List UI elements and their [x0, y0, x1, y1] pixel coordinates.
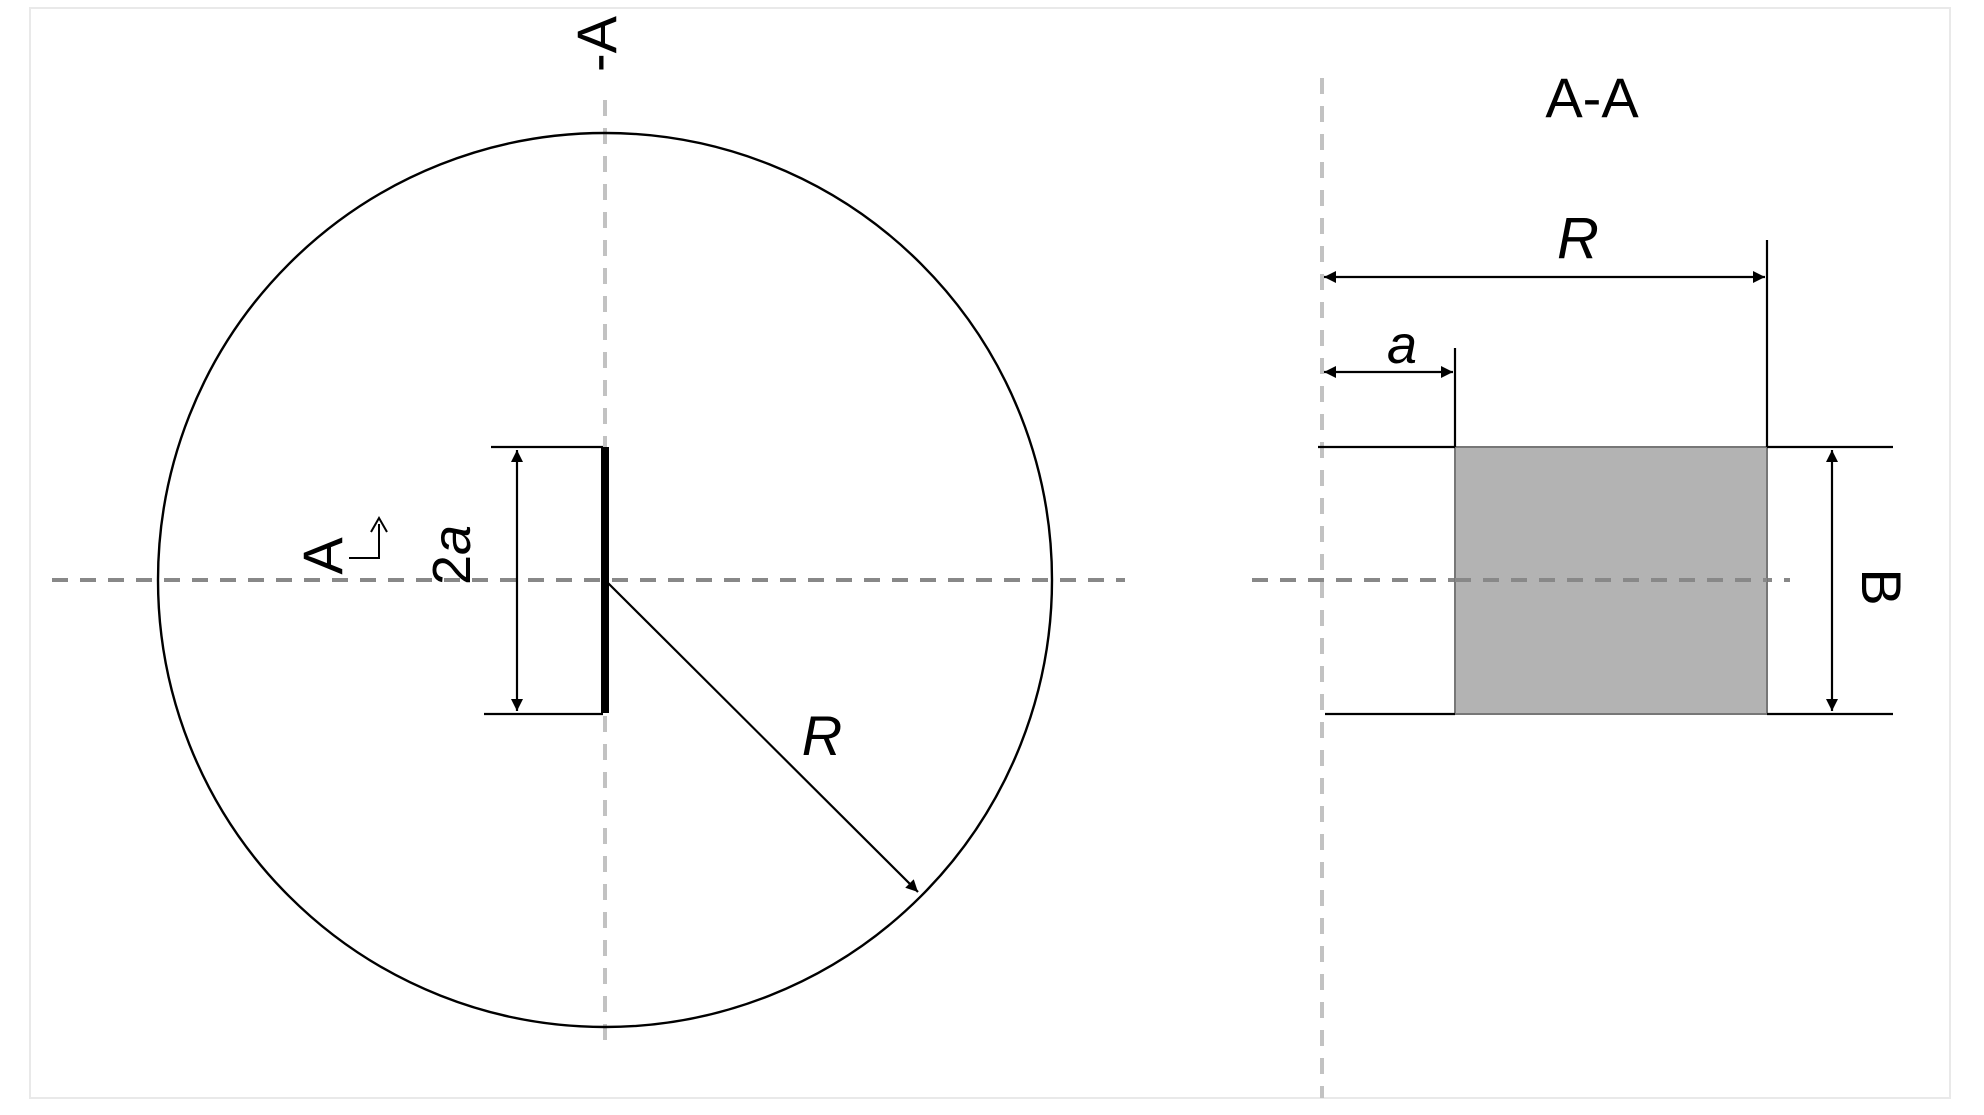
radius-label-front: R — [802, 704, 842, 767]
image-frame — [29, 7, 1951, 1099]
radius-dimension-arrow — [606, 581, 919, 893]
section-marker-top: -A — [565, 15, 628, 72]
section-title: A-A — [1545, 66, 1639, 129]
front-view: 2a R A -A — [52, 15, 1125, 1050]
radius-label-section: R — [1557, 206, 1599, 271]
disc-outline — [156, 131, 1054, 1029]
section-direction-arrow-icon — [349, 515, 388, 559]
crack-length-label: 2a — [422, 525, 482, 585]
section-marker-left: A — [291, 537, 354, 575]
thickness-label: B — [1850, 568, 1913, 605]
section-view: R a B A-A — [1252, 66, 1913, 1098]
crack-half-label: a — [1387, 315, 1417, 375]
